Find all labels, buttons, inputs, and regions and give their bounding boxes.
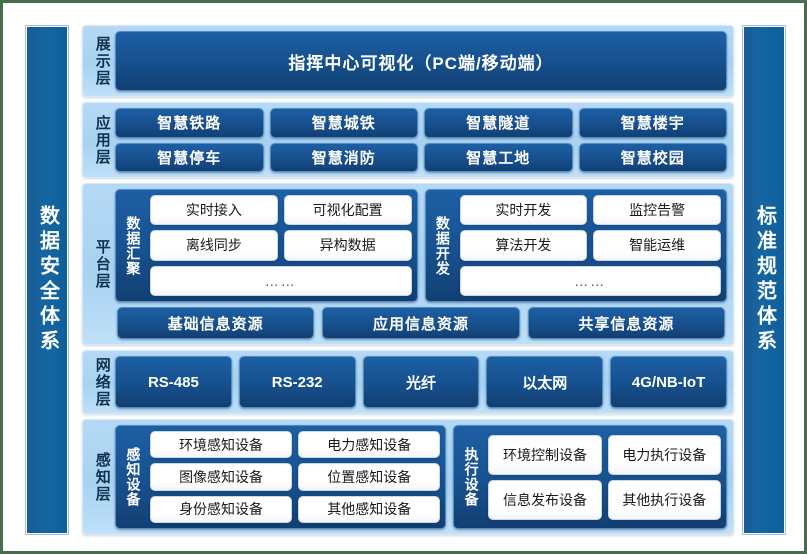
app-box-smart-site[interactable]: 智慧工地 xyxy=(424,142,573,172)
platform-box-heterogeneous[interactable]: 异构数据 xyxy=(283,230,412,261)
resource-box-basic-info[interactable]: 基础信息资源 xyxy=(117,307,315,339)
platform-groups: 数据汇聚 实时接入 可视化配置 离线同步 异构数据 xyxy=(115,189,727,302)
layer-application-body: 智慧铁路 智慧城铁 智慧隧道 智慧楼宇 智慧停车 智慧消防 智慧工地 智慧校园 xyxy=(115,108,727,172)
layer-sensing-name: 感知层 xyxy=(93,451,111,503)
resource-box-shared-info[interactable]: 共享信息资源 xyxy=(527,307,725,339)
sensing-box-other[interactable]: 其他感知设备 xyxy=(298,495,441,523)
sensing-box-identity[interactable]: 身份感知设备 xyxy=(150,495,293,523)
right-pillar-label: 标准规范体系 xyxy=(753,205,776,355)
platform-group-data-aggregation: 数据汇聚 实时接入 可视化配置 离线同步 异构数据 xyxy=(115,189,418,302)
actuator-box-power-execution[interactable]: 电力执行设备 xyxy=(607,434,721,475)
platform-box-monitor-alarm[interactable]: 监控告警 xyxy=(593,195,721,226)
platform-group-development-title: 数据开发 xyxy=(434,215,451,276)
layer-platform-name: 平台层 xyxy=(93,238,111,290)
resource-box-app-info[interactable]: 应用信息资源 xyxy=(322,307,520,339)
sensing-box-environment[interactable]: 环境感知设备 xyxy=(150,431,293,459)
actuator-box-environment-control[interactable]: 环境控制设备 xyxy=(488,434,602,475)
app-box-smart-tunnel[interactable]: 智慧隧道 xyxy=(424,108,573,138)
actuator-row-1: 环境控制设备 电力执行设备 xyxy=(488,434,721,475)
platform-box-algorithm-dev[interactable]: 算法开发 xyxy=(459,230,588,261)
layer-platform-body: 数据汇聚 实时接入 可视化配置 离线同步 异构数据 xyxy=(115,189,727,339)
actuator-group-title: 执行设备 xyxy=(463,447,480,507)
platform-aggregation-grid: 实时接入 可视化配置 离线同步 异构数据 …… xyxy=(150,195,412,296)
platform-aggregation-row-2: 离线同步 异构数据 xyxy=(150,230,412,261)
platform-group-aggregation-title: 数据汇聚 xyxy=(125,215,142,276)
sensing-row-1: 环境感知设备 电力感知设备 xyxy=(150,431,441,459)
sensing-box-location[interactable]: 位置感知设备 xyxy=(298,463,441,491)
layer-display-body: 指挥中心可视化（PC端/移动端） xyxy=(115,31,727,91)
application-row-1: 智慧铁路 智慧城铁 智慧隧道 智慧楼宇 xyxy=(115,108,727,138)
network-box-4g-nbiot[interactable]: 4G/NB-IoT xyxy=(610,356,727,408)
network-box-rs485[interactable]: RS-485 xyxy=(115,356,232,408)
sensing-row-3: 身份感知设备 其他感知设备 xyxy=(150,495,441,523)
sensing-device-grid: 环境感知设备 电力感知设备 图像感知设备 位置感知设备 身份感知设备 其他感知设… xyxy=(150,431,441,523)
platform-development-grid: 实时开发 监控告警 算法开发 智能运维 …… xyxy=(459,195,721,296)
actuator-device-grid: 环境控制设备 电力执行设备 信息发布设备 其他执行设备 xyxy=(488,431,721,523)
left-pillar-data-security: 数据安全体系 xyxy=(25,25,69,535)
layer-application: 应用层 智慧铁路 智慧城铁 智慧隧道 智慧楼宇 智慧停车 智慧消防 智慧工地 智… xyxy=(82,102,734,178)
layer-network-body: RS-485 RS-232 光纤 以太网 4G/NB-IoT xyxy=(115,356,727,408)
layer-platform: 平台层 数据汇聚 实时接入 可视化配置 xyxy=(82,183,734,345)
network-items-row: RS-485 RS-232 光纤 以太网 4G/NB-IoT xyxy=(115,356,727,408)
layer-display-name: 展示层 xyxy=(93,35,111,87)
platform-box-realtime-ingest[interactable]: 实时接入 xyxy=(150,195,278,226)
actuator-row-2: 信息发布设备 其他执行设备 xyxy=(488,479,721,520)
sensing-box-power[interactable]: 电力感知设备 xyxy=(298,431,441,459)
platform-aggregation-row-1: 实时接入 可视化配置 xyxy=(150,195,412,226)
platform-resource-row: 基础信息资源 应用信息资源 共享信息资源 xyxy=(115,307,727,339)
layer-display: 展示层 指挥中心可视化（PC端/移动端） xyxy=(82,25,734,97)
app-box-smart-railway[interactable]: 智慧铁路 xyxy=(115,108,264,138)
platform-development-row-2: 算法开发 智能运维 xyxy=(459,230,721,261)
platform-box-realtime-dev[interactable]: 实时开发 xyxy=(459,195,588,226)
network-box-ethernet[interactable]: 以太网 xyxy=(486,356,604,408)
layer-sensing: 感知层 感知设备 环境感知设备 电力感知设备 xyxy=(82,419,734,535)
sensing-groups: 感知设备 环境感知设备 电力感知设备 图像感知设备 位置感知设备 xyxy=(115,425,727,529)
layer-sensing-body: 感知设备 环境感知设备 电力感知设备 图像感知设备 位置感知设备 xyxy=(115,425,727,529)
actuator-box-other[interactable]: 其他执行设备 xyxy=(607,479,721,520)
layer-application-name: 应用层 xyxy=(93,114,111,166)
layer-stack: 展示层 指挥中心可视化（PC端/移动端） 应用层 智慧铁路 智慧城铁 智慧隧道 … xyxy=(82,25,734,535)
platform-development-row-3: …… xyxy=(459,265,721,296)
display-banner-box[interactable]: 指挥中心可视化（PC端/移动端） xyxy=(115,31,727,91)
right-pillar-standard-spec: 标准规范体系 xyxy=(742,25,786,535)
network-box-rs232[interactable]: RS-232 xyxy=(238,356,356,408)
layer-network: 网络层 RS-485 RS-232 光纤 以太网 4G/NB-IoT xyxy=(82,350,734,414)
platform-box-aggregation-more[interactable]: …… xyxy=(150,265,412,296)
platform-box-offline-sync[interactable]: 离线同步 xyxy=(150,230,278,261)
application-row-2: 智慧停车 智慧消防 智慧工地 智慧校园 xyxy=(115,142,727,172)
actuator-box-info-publish[interactable]: 信息发布设备 xyxy=(488,479,602,520)
platform-development-row-1: 实时开发 监控告警 xyxy=(459,195,721,226)
platform-aggregation-row-3: …… xyxy=(150,265,412,296)
sensing-box-image[interactable]: 图像感知设备 xyxy=(150,463,293,491)
platform-box-development-more[interactable]: …… xyxy=(459,265,721,296)
platform-group-data-development: 数据开发 实时开发 监控告警 算法开发 智能运维 xyxy=(424,189,727,302)
app-box-smart-building[interactable]: 智慧楼宇 xyxy=(578,108,727,138)
app-box-smart-parking[interactable]: 智慧停车 xyxy=(115,142,264,172)
layer-network-name: 网络层 xyxy=(93,356,111,408)
app-box-smart-fire[interactable]: 智慧消防 xyxy=(269,142,418,172)
sensing-group-title: 感知设备 xyxy=(125,447,142,507)
network-box-fiber[interactable]: 光纤 xyxy=(362,356,480,408)
app-box-smart-metro[interactable]: 智慧城铁 xyxy=(269,108,418,138)
app-box-smart-campus[interactable]: 智慧校园 xyxy=(578,142,727,172)
sensing-row-2: 图像感知设备 位置感知设备 xyxy=(150,463,441,491)
sensing-group-devices: 感知设备 环境感知设备 电力感知设备 图像感知设备 位置感知设备 xyxy=(115,425,447,529)
platform-box-visual-config[interactable]: 可视化配置 xyxy=(283,195,412,226)
sensing-group-actuators: 执行设备 环境控制设备 电力执行设备 信息发布设备 其他执行设备 xyxy=(453,425,727,529)
platform-box-smart-ops[interactable]: 智能运维 xyxy=(593,230,721,261)
left-pillar-label: 数据安全体系 xyxy=(36,205,59,355)
